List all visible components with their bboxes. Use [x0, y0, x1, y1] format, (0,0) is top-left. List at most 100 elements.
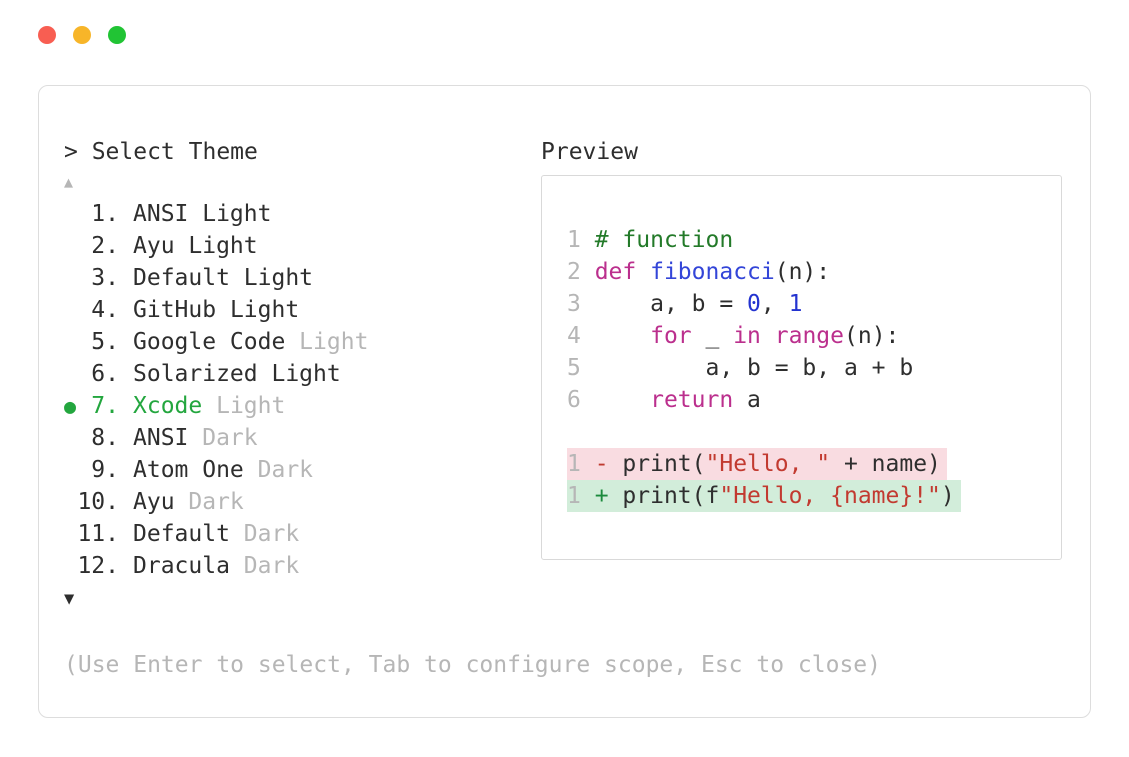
theme-item[interactable]: 2. Ayu Light: [64, 230, 541, 262]
theme-name: Xcode: [133, 393, 203, 419]
code-token-ln: 4: [567, 323, 595, 349]
code-line: 5 a, b = b, a + b: [567, 352, 1043, 384]
theme-variant: Light: [202, 393, 286, 419]
theme-variant: Dark: [243, 457, 314, 483]
code-token-kw: return: [650, 387, 734, 413]
theme-item[interactable]: 3.Default Light: [64, 262, 541, 294]
code-token-plain: [595, 387, 650, 413]
panel-columns: > Select Theme ▲ 1. ANSI Light 2. Ayu Light…: [64, 136, 1062, 614]
theme-item[interactable]: 9.Atom One Dark: [64, 454, 541, 486]
theme-variant: Light: [174, 233, 258, 259]
theme-name: ANSI: [133, 425, 189, 451]
maximize-button[interactable]: [108, 26, 126, 44]
code-line: 2 def fibonacci(n):: [567, 256, 1043, 288]
theme-item[interactable]: 11.Default Dark: [64, 518, 541, 550]
theme-item[interactable]: 1. ANSI Light: [64, 198, 541, 230]
marker-spacer: [64, 326, 77, 358]
scroll-down-indicator[interactable]: ▼: [64, 589, 75, 609]
theme-item[interactable]: 12.Dracula Dark: [64, 550, 541, 582]
code-token-plain: [636, 259, 650, 285]
code-line: 4 for _ in range(n):: [567, 320, 1043, 352]
theme-number: 1.: [91, 201, 119, 227]
code-token-plain: ): [940, 483, 955, 509]
code-token-str: "Hello, {name}!": [719, 483, 941, 509]
theme-item[interactable]: 10.Ayu Dark: [64, 486, 541, 518]
code-token-kw: in: [733, 323, 761, 349]
theme-item[interactable]: ● 7. Xcode Light: [64, 390, 541, 422]
preview-title: Preview: [541, 139, 638, 165]
code-token-ln: 1: [567, 451, 595, 477]
code-token-plain: [595, 323, 650, 349]
theme-number: 12.: [77, 553, 119, 579]
marker-spacer: [64, 230, 77, 262]
close-button[interactable]: [38, 26, 56, 44]
marker-spacer: [64, 486, 77, 518]
code-token-num: 0: [747, 291, 761, 317]
minimize-button[interactable]: [73, 26, 91, 44]
code-token-plain: (n):: [844, 323, 900, 349]
theme-item[interactable]: 4.GitHub Light: [64, 294, 541, 326]
theme-name: ANSI: [133, 201, 189, 227]
theme-variant: Light: [188, 201, 272, 227]
theme-number: 7.: [91, 393, 119, 419]
theme-number: 11.: [77, 521, 119, 547]
theme-number: 8.: [91, 425, 119, 451]
marker-spacer: [64, 550, 77, 582]
code-token-str: "Hello, ": [705, 451, 831, 477]
code-token-plain: [761, 323, 775, 349]
code-token-kw: def: [594, 259, 637, 285]
theme-name: Ayu: [133, 233, 175, 259]
theme-number: 4.: [91, 297, 119, 323]
selected-bullet-icon: ●: [64, 394, 77, 418]
theme-name: Default: [133, 521, 230, 547]
window-controls: [38, 26, 126, 44]
code-line: [567, 416, 1043, 448]
code-line: 6 return a: [567, 384, 1043, 416]
code-line: 3 a, b = 0, 1: [567, 288, 1043, 320]
theme-number: 10.: [77, 489, 119, 515]
theme-variant: Light: [257, 361, 341, 387]
code-token-ln: 2: [567, 259, 595, 285]
theme-number: 2.: [91, 233, 119, 259]
theme-number: 6.: [91, 361, 119, 387]
prompt: > Select Theme: [64, 139, 258, 165]
code-token-plain: a, b = b, a + b: [594, 355, 914, 381]
code-token-plain: a, b =: [594, 291, 748, 317]
theme-picker-panel: > Select Theme ▲ 1. ANSI Light 2. Ayu Light…: [38, 85, 1091, 718]
marker-spacer: [64, 262, 77, 294]
code-token-comment: # function: [594, 227, 734, 253]
code-token-del: -: [594, 451, 623, 477]
code-token-ln: 6: [567, 387, 595, 413]
theme-variant: Dark: [174, 489, 244, 515]
code-token-plain: ,: [760, 291, 789, 317]
theme-name: Solarized: [133, 361, 258, 387]
scroll-up-indicator[interactable]: ▲: [64, 173, 74, 191]
marker-spacer: [64, 198, 77, 230]
code-token-ln: 3: [567, 291, 595, 317]
marker-spacer: [64, 454, 77, 486]
code-token-fn: fibonacci: [650, 259, 775, 285]
theme-number: 9.: [91, 457, 119, 483]
marker-spacer: [64, 518, 77, 550]
theme-item[interactable]: 5.Google Code Light: [64, 326, 541, 358]
theme-variant: Light: [229, 265, 314, 291]
marker-spacer: [64, 422, 77, 454]
diff-line-removed: 1 - print("Hello, " + name): [567, 448, 947, 480]
marker-spacer: [64, 358, 77, 390]
code-token-plain: + name): [830, 451, 941, 477]
code-token-ln: 5: [567, 355, 595, 381]
code-token-add: +: [594, 483, 623, 509]
theme-item[interactable]: 8. ANSI Dark: [64, 422, 541, 454]
theme-item[interactable]: 6. Solarized Light: [64, 358, 541, 390]
hint-text: (Use Enter to select, Tab to configure s…: [64, 652, 881, 678]
theme-name: Default: [133, 265, 230, 291]
theme-name: Google Code: [133, 329, 286, 355]
theme-variant: Dark: [188, 425, 258, 451]
code-token-ln: 1: [567, 227, 595, 253]
theme-variant: Light: [216, 297, 300, 323]
theme-picker-column: > Select Theme ▲ 1. ANSI Light 2. Ayu Light…: [64, 136, 541, 614]
